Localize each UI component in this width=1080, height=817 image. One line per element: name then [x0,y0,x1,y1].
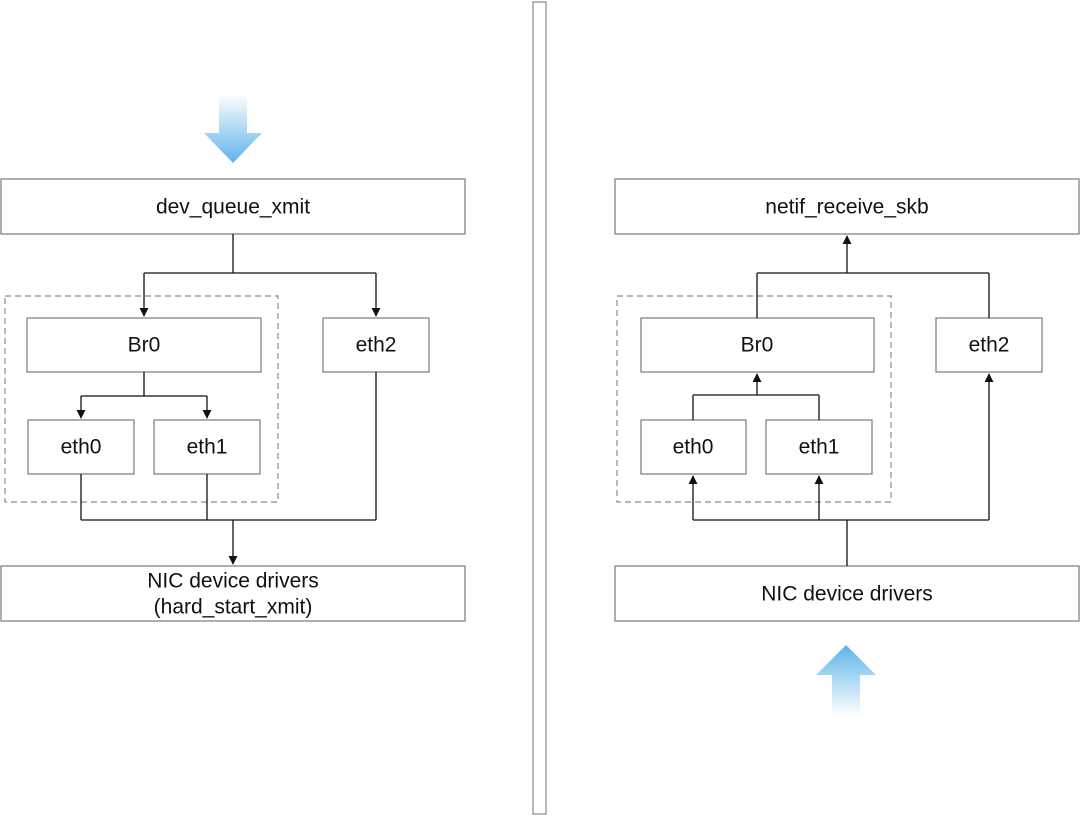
nic-driver-box [0,565,466,622]
netif-receive-skb-label: netif_receive_skb [765,196,928,219]
eth2-label: eth2 [356,334,397,357]
nic-driver-sublabel: (hard_start_xmit) [154,596,313,619]
netif-receive-skb-box [614,178,1080,235]
rx-eth1-box [765,419,873,475]
eth1-box [153,419,261,475]
bridge-group-outline [4,295,279,503]
bridge-br0-box [26,317,262,373]
transmit-panel: dev_queue_xmit Br0 eth2 eth0 eth1 NIC de… [0,94,466,622]
eth0-box [27,419,135,475]
flow-up-arrow-icon [816,645,876,716]
receive-panel: netif_receive_skb Br0 eth2 eth0 eth1 NIC… [614,178,1080,716]
bridge-br0-label: Br0 [128,334,161,357]
rx-eth1-label: eth1 [799,436,840,459]
panel-divider [532,1,547,815]
flow-down-arrow-icon [204,94,262,163]
rx-eth0-label: eth0 [673,436,714,459]
nic-driver-label: NIC device drivers [147,570,319,593]
rx-eth2-label: eth2 [969,334,1010,357]
rx-nic-driver-box [614,565,1080,622]
rx-eth2-box [935,317,1043,373]
dev-queue-xmit-label: dev_queue_xmit [156,196,310,219]
rx-nic-driver-label: NIC device drivers [761,583,933,606]
eth0-label: eth0 [61,436,102,459]
rx-bridge-br0-label: Br0 [741,334,774,357]
dev-queue-xmit-box [0,178,466,235]
eth1-label: eth1 [187,436,228,459]
rx-eth0-box [640,419,747,475]
rx-bridge-br0-box [640,317,875,373]
